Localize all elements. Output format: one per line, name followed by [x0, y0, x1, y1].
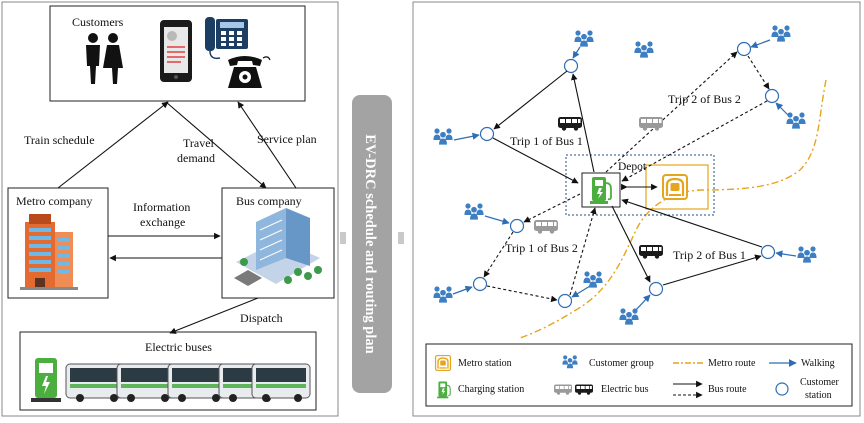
- trip2-bus1-label: Trip 2 of Bus 1: [673, 248, 746, 262]
- right-panel: Depot: [412, 1, 861, 417]
- customers-title: Customers: [72, 15, 124, 29]
- trip1-bus2-label: Trip 1 of Bus 2: [505, 241, 578, 255]
- fleet-bus-1: [65, 363, 129, 402]
- legend-metro-station-label: Metro station: [458, 358, 512, 369]
- legend-bus-route-label: Bus route: [708, 384, 747, 395]
- legend-charging-station: Charging station: [436, 381, 524, 399]
- customer-station: [557, 293, 573, 309]
- electric-buses-title: Electric buses: [145, 340, 212, 354]
- legend-electric-bus-label: Electric bus: [601, 384, 649, 395]
- legend-walking-label: Walking: [801, 358, 835, 369]
- desk-phone-icon: [205, 17, 248, 60]
- customers-box: Customers: [49, 5, 306, 102]
- depot-box: Depot: [565, 154, 715, 216]
- fleet-bus-2: [116, 363, 180, 402]
- legend-customer-station-label-2: station: [805, 390, 832, 401]
- travel-demand-arrow: [165, 101, 267, 189]
- legend-metro-route: Metro route: [673, 358, 756, 369]
- metro-route-line: [519, 79, 827, 339]
- customer-stations: [472, 41, 780, 309]
- customers-people-icon: [86, 33, 123, 84]
- smartphone-icon: [160, 20, 192, 82]
- travel-demand-label-1: Travel: [183, 136, 215, 150]
- customer-station-icon: [775, 382, 789, 396]
- depot-label: Depot: [618, 161, 647, 173]
- bus-company-box: Bus company: [221, 187, 335, 299]
- info-exchange-label-1: Information: [133, 200, 190, 214]
- service-plan-label: Service plan: [257, 132, 317, 146]
- walking-arrows: [452, 39, 797, 313]
- legend-customer-station-label-1: Customer: [800, 377, 840, 388]
- metro-building-icon: [20, 214, 78, 290]
- legend-charging-station-label: Charging station: [458, 384, 524, 395]
- legend-metro-route-label: Metro route: [708, 358, 756, 369]
- trip1-bus1-label: Trip 1 of Bus 1: [510, 134, 583, 148]
- legend-walking: Walking: [769, 358, 835, 369]
- legend-metro-station: Metro station: [434, 354, 512, 372]
- trip2-bus2-label: Trip 2 of Bus 2: [668, 92, 741, 106]
- customer-station: [479, 126, 495, 142]
- left-panel: Customers: [1, 1, 339, 417]
- bus-company-building-icon: [234, 208, 322, 286]
- service-plan-arrow: [237, 101, 297, 189]
- fleet-bus-5: [251, 363, 311, 402]
- customer-station: [563, 58, 579, 74]
- bus-company-title: Bus company: [236, 194, 302, 208]
- train-schedule-label: Train schedule: [24, 133, 95, 147]
- customer-station: [736, 41, 752, 57]
- dispatch-arrow: [169, 297, 259, 334]
- customer-station: [509, 218, 525, 234]
- center-plan-bar: EV-DRC schedule and routing plan: [340, 95, 404, 393]
- bus-routes-solid: [492, 70, 763, 286]
- left-panel-arrows: [57, 101, 297, 334]
- electric-buses-box: Electric buses: [19, 331, 317, 411]
- depot-metro-station-icon: [661, 173, 689, 201]
- travel-demand-label-2: demand: [177, 151, 215, 165]
- customer-station: [648, 281, 664, 297]
- charging-pile-icon: [31, 358, 61, 402]
- retro-phone-icon: [228, 56, 271, 88]
- bus-fleet: [65, 363, 311, 402]
- legend-customer-station: Customer station: [775, 377, 840, 401]
- fleet-bus-3: [167, 363, 231, 402]
- customer-station: [472, 276, 488, 292]
- train-schedule-arrow: [57, 101, 169, 189]
- info-exchange-label-2: exchange: [140, 215, 185, 229]
- legend: Metro station Customer group Metro route…: [425, 343, 853, 407]
- legend-customer-group-label: Customer group: [589, 358, 654, 369]
- metro-company-box: Metro company: [7, 187, 109, 299]
- dispatch-label: Dispatch: [240, 311, 283, 325]
- metro-station-icon: [434, 354, 452, 372]
- legend-bus-route: Bus route: [673, 380, 747, 399]
- legend-electric-bus: Electric bus: [554, 384, 649, 395]
- bus-routes-dashed: [483, 51, 770, 303]
- legend-customer-group: Customer group: [562, 355, 654, 369]
- center-plan-label: EV-DRC schedule and routing plan: [362, 134, 378, 353]
- customer-station: [760, 244, 776, 260]
- metro-company-title: Metro company: [16, 194, 92, 208]
- customer-station: [764, 88, 780, 104]
